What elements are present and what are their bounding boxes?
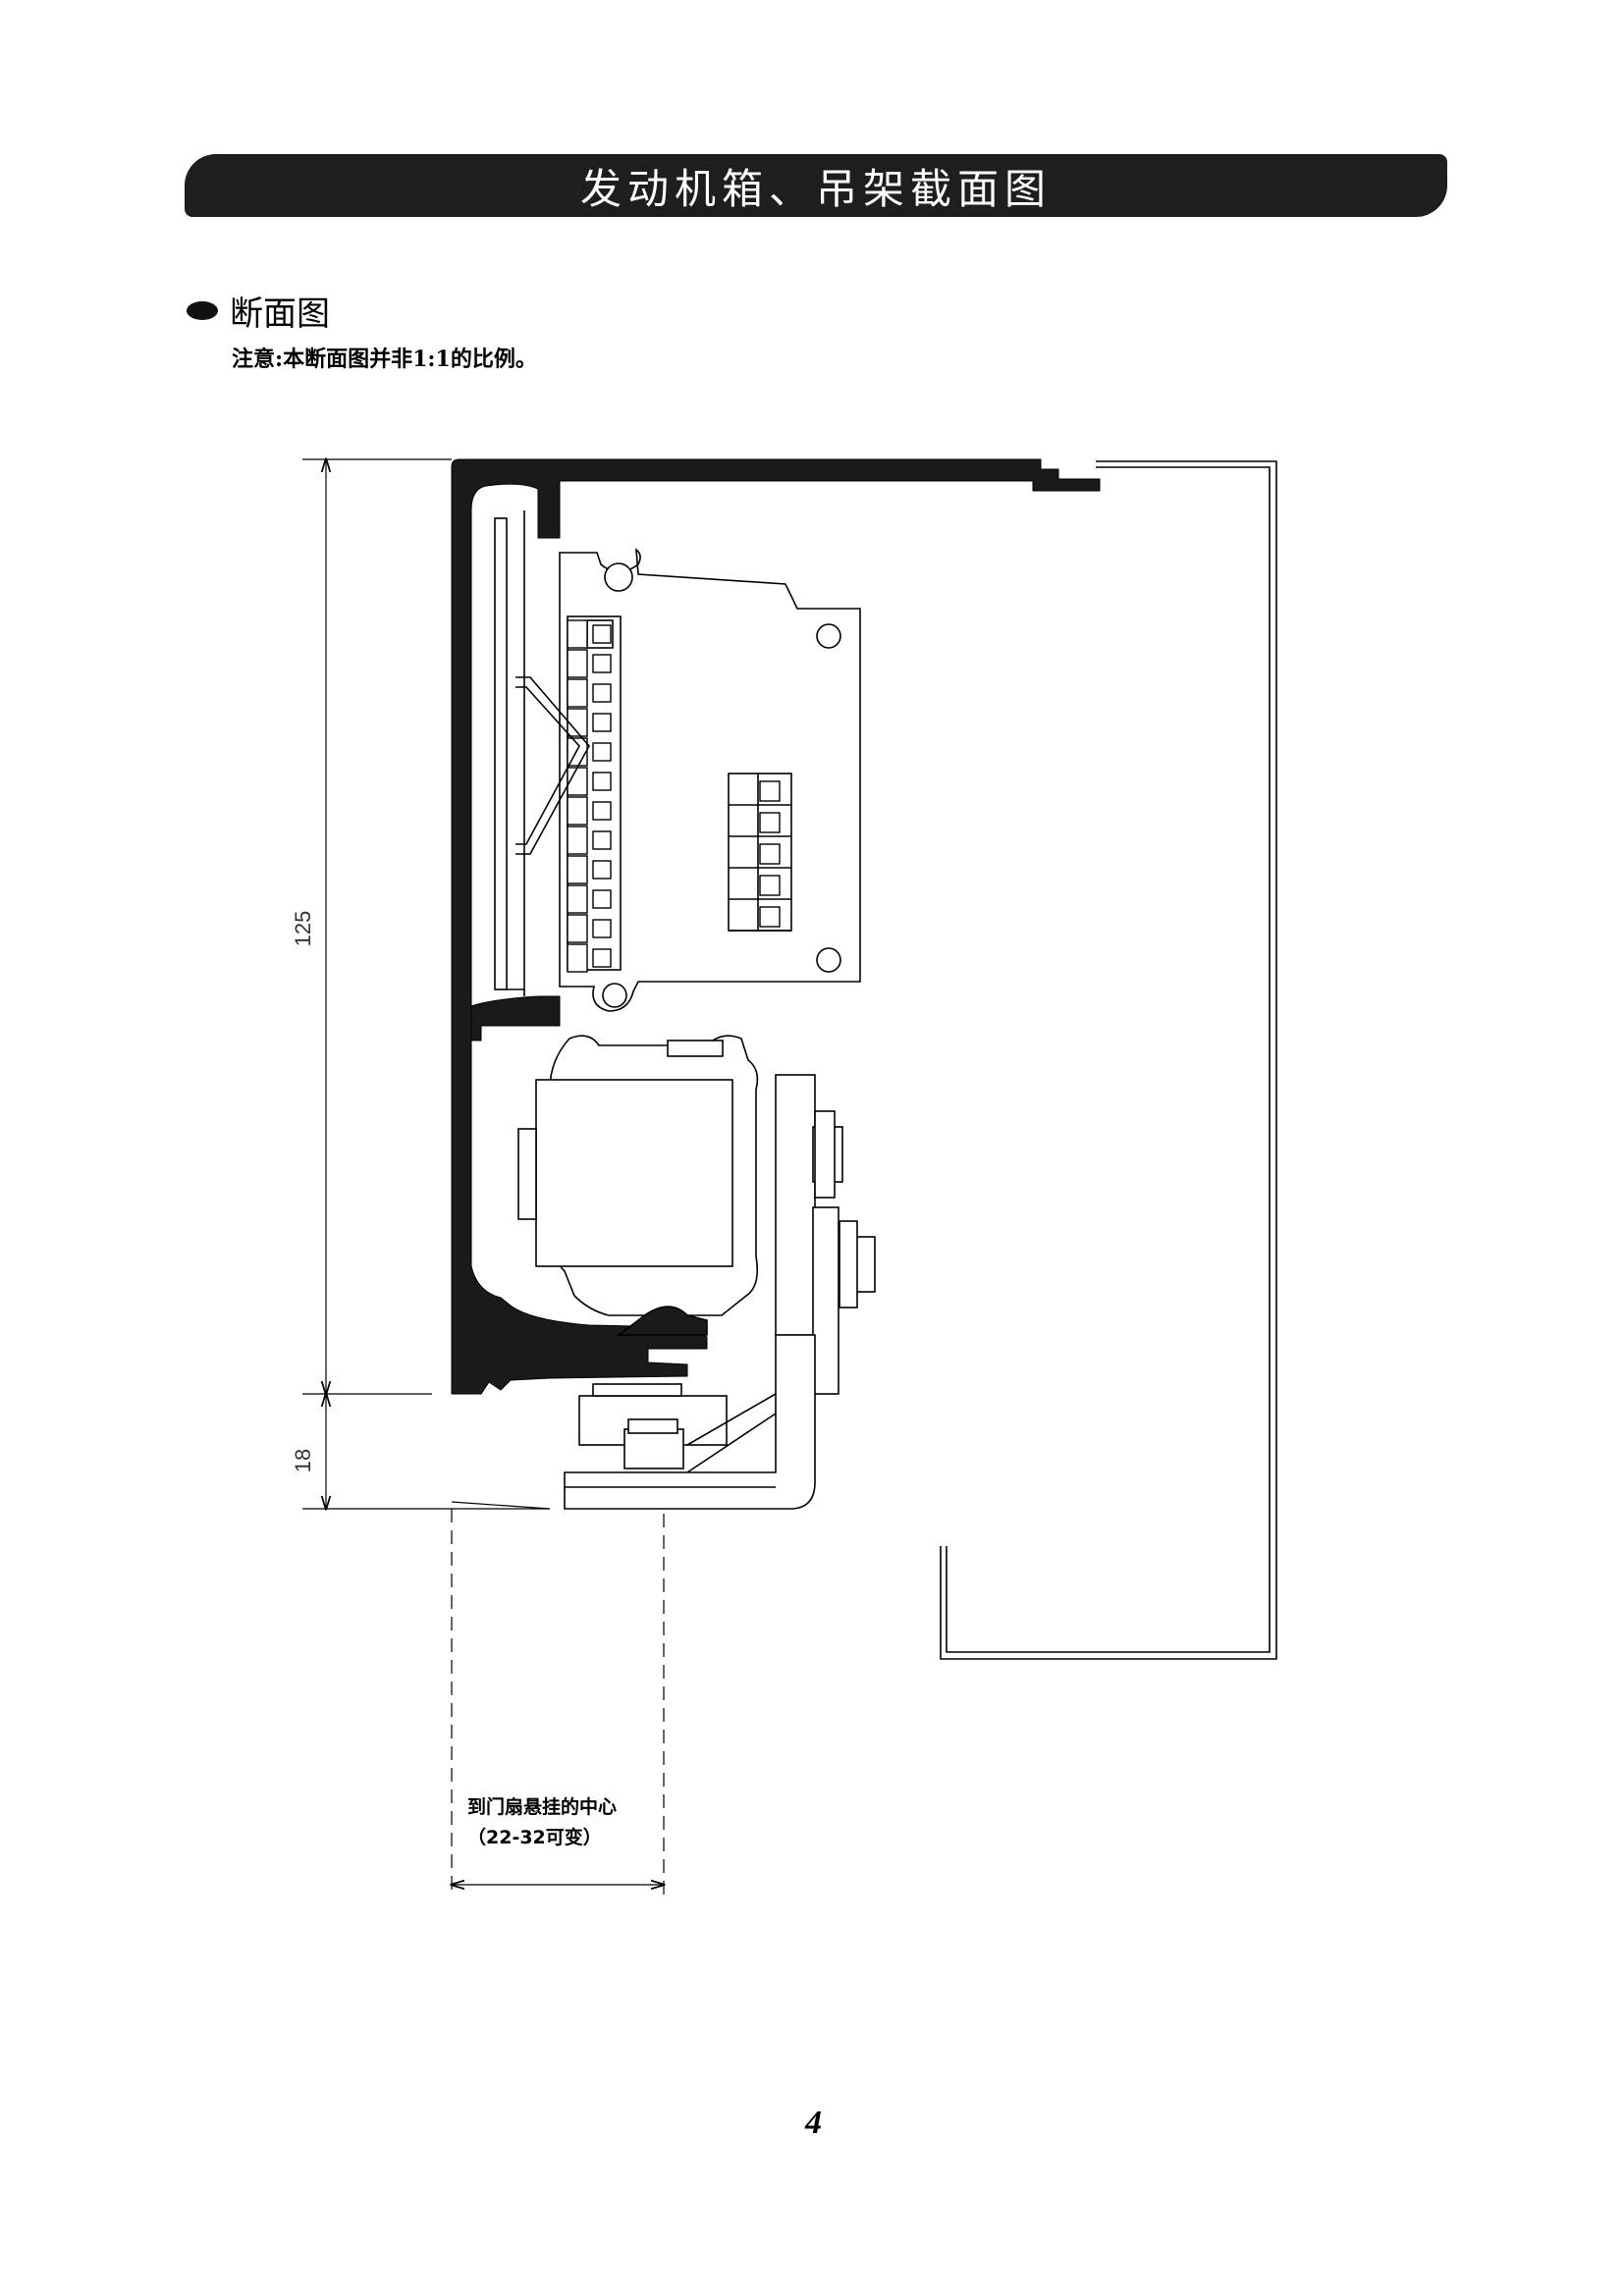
dimension-18-label: 18 [291,1449,315,1472]
bottom-edge [451,1501,551,1510]
terminal-screw [759,812,781,833]
terminal-screw [592,919,612,938]
motor-roller-assembly [517,1035,876,1510]
terminal-screw [592,624,612,644]
terminal-slot [567,619,588,649]
terminal-screw [592,801,612,821]
page-number: 4 [805,2105,822,2141]
terminal-slot [567,855,588,884]
spring-wire [515,676,590,855]
terminal-screw [759,906,781,928]
page-title-bar: 发动机箱、吊架截面图 [185,154,1447,217]
terminal-screw [759,780,781,802]
terminal-screw [592,830,612,850]
terminal-slot [567,914,588,943]
dimension-lines [302,459,550,1509]
section-heading: 断面图 [187,287,330,335]
terminal-screw [592,654,612,673]
scale-note: 注意:本断面图并非1:1的比例。 [232,347,537,372]
terminal-slot [567,678,588,708]
terminal-slot [567,649,588,678]
terminal-screw [592,948,612,968]
terminal-screw [759,875,781,896]
terminal-slot [567,708,588,737]
terminal-block-right-cells [729,780,791,932]
terminal-slot [567,884,588,914]
terminal-slot [567,943,588,973]
terminal-screw [592,772,612,791]
cover-outline [940,460,1277,1660]
page-title: 发动机箱、吊架截面图 [579,164,1052,213]
hanger-center-note-line2: （22-32可变） [467,1827,602,1848]
terminal-screw [592,889,612,909]
left-rail [494,510,525,996]
terminal-screw [592,742,612,762]
dimension-125-label: 125 [291,911,315,947]
terminal-screw [592,683,612,703]
terminal-slot [567,826,588,855]
terminal-screw [759,843,781,865]
center-reference-lines [452,1492,664,1895]
hanger-center-note-line1: 到门扇悬挂的中心 [467,1796,618,1818]
terminal-screw [592,713,612,732]
section-title: 断面图 [230,294,330,334]
hanger-center-note: 到门扇悬挂的中心 （22-32可变） [467,1792,617,1849]
terminal-screw [592,860,612,880]
terminal-slot [567,796,588,826]
bullet-icon [187,301,218,320]
